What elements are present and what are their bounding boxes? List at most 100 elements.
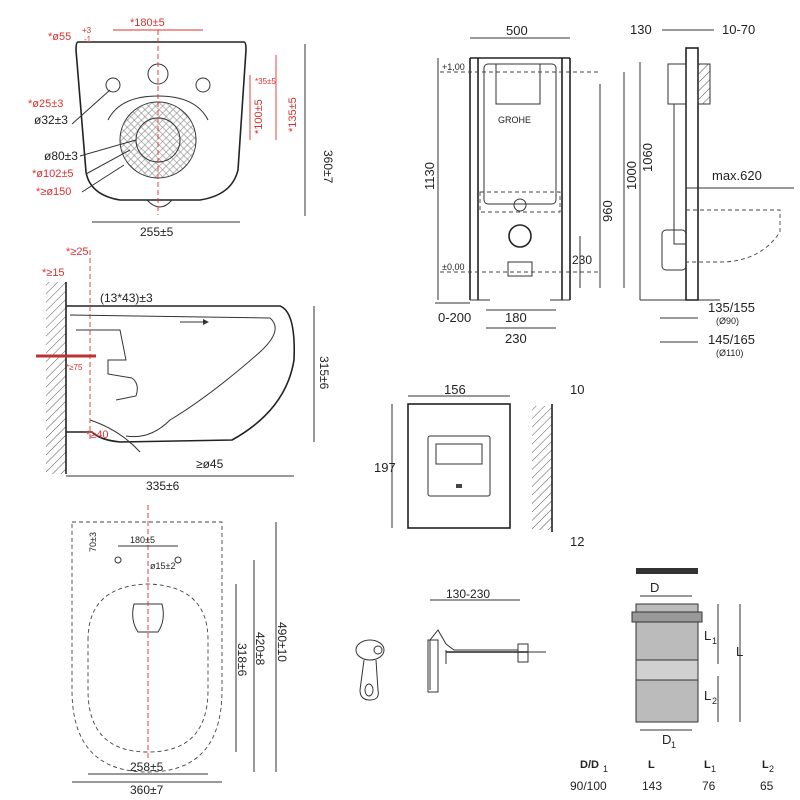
pipe-label-l1: L bbox=[704, 628, 711, 643]
dim-1000: 1000 bbox=[624, 161, 639, 190]
dim-230-v: 230 bbox=[572, 253, 592, 267]
dim-335: 335±6 bbox=[146, 479, 180, 493]
dim-1060: 1060 bbox=[640, 143, 655, 172]
pipe-label-l: L bbox=[736, 644, 743, 659]
cistern bbox=[483, 63, 557, 205]
dim-258: 258±5 bbox=[130, 760, 164, 774]
pipe-label-d1: D bbox=[662, 732, 671, 747]
td-l1: 76 bbox=[702, 779, 716, 793]
th-dd1-sub: 1 bbox=[603, 764, 608, 774]
dim-d45: ≥ø45 bbox=[196, 457, 224, 471]
pipe-label-l2: L bbox=[704, 688, 711, 703]
th-l2: L bbox=[762, 759, 769, 771]
dim-130-230: 130-230 bbox=[446, 587, 490, 601]
side-wall-hatch bbox=[46, 282, 66, 474]
dim-d55-tol-up: +3 bbox=[82, 26, 92, 35]
dim-135: *135±5 bbox=[287, 97, 299, 132]
dim-180-front: 180 bbox=[505, 310, 527, 325]
dim-d80: ø80±3 bbox=[44, 149, 78, 163]
dim-315: 315±6 bbox=[317, 356, 331, 390]
plan-hinge-block bbox=[132, 603, 164, 633]
dim-255: 255±5 bbox=[140, 225, 174, 239]
pipe-table: D/D 1 L L 1 L 2 90/100 143 76 65 bbox=[570, 759, 774, 793]
outlet-front bbox=[508, 224, 532, 248]
td-dd1: 90/100 bbox=[570, 779, 607, 793]
dim-960: 960 bbox=[600, 200, 615, 222]
dim-max620: max.620 bbox=[712, 168, 762, 183]
svg-text:2: 2 bbox=[712, 696, 717, 706]
pipe-cap bbox=[636, 568, 698, 574]
dim-0-200: 0-200 bbox=[438, 310, 471, 325]
flush-plate bbox=[407, 403, 511, 529]
svg-text:1: 1 bbox=[671, 740, 676, 750]
dim-156: 156 bbox=[444, 382, 466, 397]
bowl-ghost-front bbox=[479, 191, 561, 213]
dim-180-top: *180±5 bbox=[130, 17, 165, 29]
bowl-ghost-side bbox=[686, 209, 781, 263]
dim-70-plan: 70±3 bbox=[88, 532, 98, 552]
bowl-side-channel bbox=[76, 329, 138, 401]
flush-button-large bbox=[427, 435, 491, 497]
side-valve bbox=[667, 63, 687, 105]
dim-180-plan: 180±5 bbox=[130, 535, 155, 545]
td-l2: 65 bbox=[760, 779, 774, 793]
th-l1: L bbox=[704, 759, 711, 771]
dim-130: 130 bbox=[630, 22, 652, 37]
flush-button-small bbox=[435, 443, 483, 465]
fixing-bolt-view: 130-230 bbox=[355, 587, 546, 701]
svg-text:1: 1 bbox=[712, 636, 717, 646]
bolt-body bbox=[429, 629, 518, 690]
dim-40-side: *≥40 bbox=[86, 429, 109, 441]
dim-318: 318±6 bbox=[235, 643, 249, 677]
dim-360-side: 360±7 bbox=[321, 150, 335, 184]
bolt-bracket-top bbox=[355, 639, 385, 661]
td-l: 143 bbox=[642, 779, 662, 793]
side-elbow bbox=[661, 229, 687, 271]
dim-145-165: 145/165 bbox=[708, 332, 755, 347]
plan-seat-outline bbox=[87, 583, 209, 753]
dim-plus100: +1,00 bbox=[442, 62, 465, 72]
dim-d110: (Ø110) bbox=[716, 348, 743, 358]
th-dd1: D/D bbox=[580, 759, 599, 771]
bowl-side-view: *≥25 *≥15 (13*43)±3 *≥75 *≥40 315±6 ≥ø45… bbox=[36, 246, 331, 493]
pipe-connector-view: D D 1 L L 1 L 2 bbox=[631, 568, 743, 750]
th-l2-sub: 2 bbox=[769, 764, 774, 774]
dim-d55-tol-dn: -1 bbox=[84, 35, 92, 44]
dim-15-side: *≥15 bbox=[42, 267, 65, 279]
dim-420: 420±8 bbox=[253, 632, 267, 666]
bowl-plan-view: 70±3 180±5 ø15±2 318±6 420±8 490±10 258±… bbox=[71, 505, 289, 797]
dim-zero: ±0,00 bbox=[442, 262, 464, 272]
dim-1130: 1130 bbox=[422, 162, 437, 190]
bowl-side-outline bbox=[66, 305, 296, 443]
pipe-label-d: D bbox=[650, 580, 659, 595]
fixing-hole-left bbox=[105, 77, 121, 93]
plate-side-wall bbox=[532, 406, 552, 530]
dim-75-side: *≥75 bbox=[66, 363, 83, 372]
dim-10-70: 10-70 bbox=[722, 22, 755, 37]
dim-d15: ø15±2 bbox=[150, 561, 175, 571]
flush-plate-view: 156 197 10 12 bbox=[374, 382, 584, 549]
side-plate-hatch bbox=[697, 63, 711, 105]
dim-230-h: 230 bbox=[505, 331, 527, 346]
bowl-top-outline bbox=[75, 41, 247, 201]
dim-12: 12 bbox=[570, 534, 584, 549]
dim-d150: *≥ø150 bbox=[36, 186, 71, 198]
dim-d25: *ø25±3 bbox=[28, 98, 63, 110]
fixing-hole-right bbox=[195, 77, 211, 93]
dim-500: 500 bbox=[506, 23, 528, 38]
frame-front-view: GROHE 500 +1,00 ±0,00 1130 1000 960 230 … bbox=[422, 23, 639, 346]
dim-d32: ø32±3 bbox=[34, 113, 68, 127]
dim-d90: (Ø90) bbox=[716, 316, 739, 326]
th-l: L bbox=[648, 759, 655, 771]
bowl-top-view: *180±5 *ø55 +3 -1 *ø25±3 ø32±3 ø80±3 *ø1… bbox=[28, 17, 335, 239]
plan-outer-outline bbox=[71, 521, 223, 773]
dim-10: 10 bbox=[570, 382, 584, 397]
dim-360-plan: 360±7 bbox=[130, 783, 164, 797]
dim-490: 490±10 bbox=[275, 622, 289, 662]
dim-25-side: *≥25 bbox=[66, 246, 89, 258]
dim-135-155: 135/155 bbox=[708, 300, 755, 315]
dim-100: *100±5 bbox=[253, 99, 265, 134]
dim-d102: *ø102±5 bbox=[32, 168, 74, 180]
